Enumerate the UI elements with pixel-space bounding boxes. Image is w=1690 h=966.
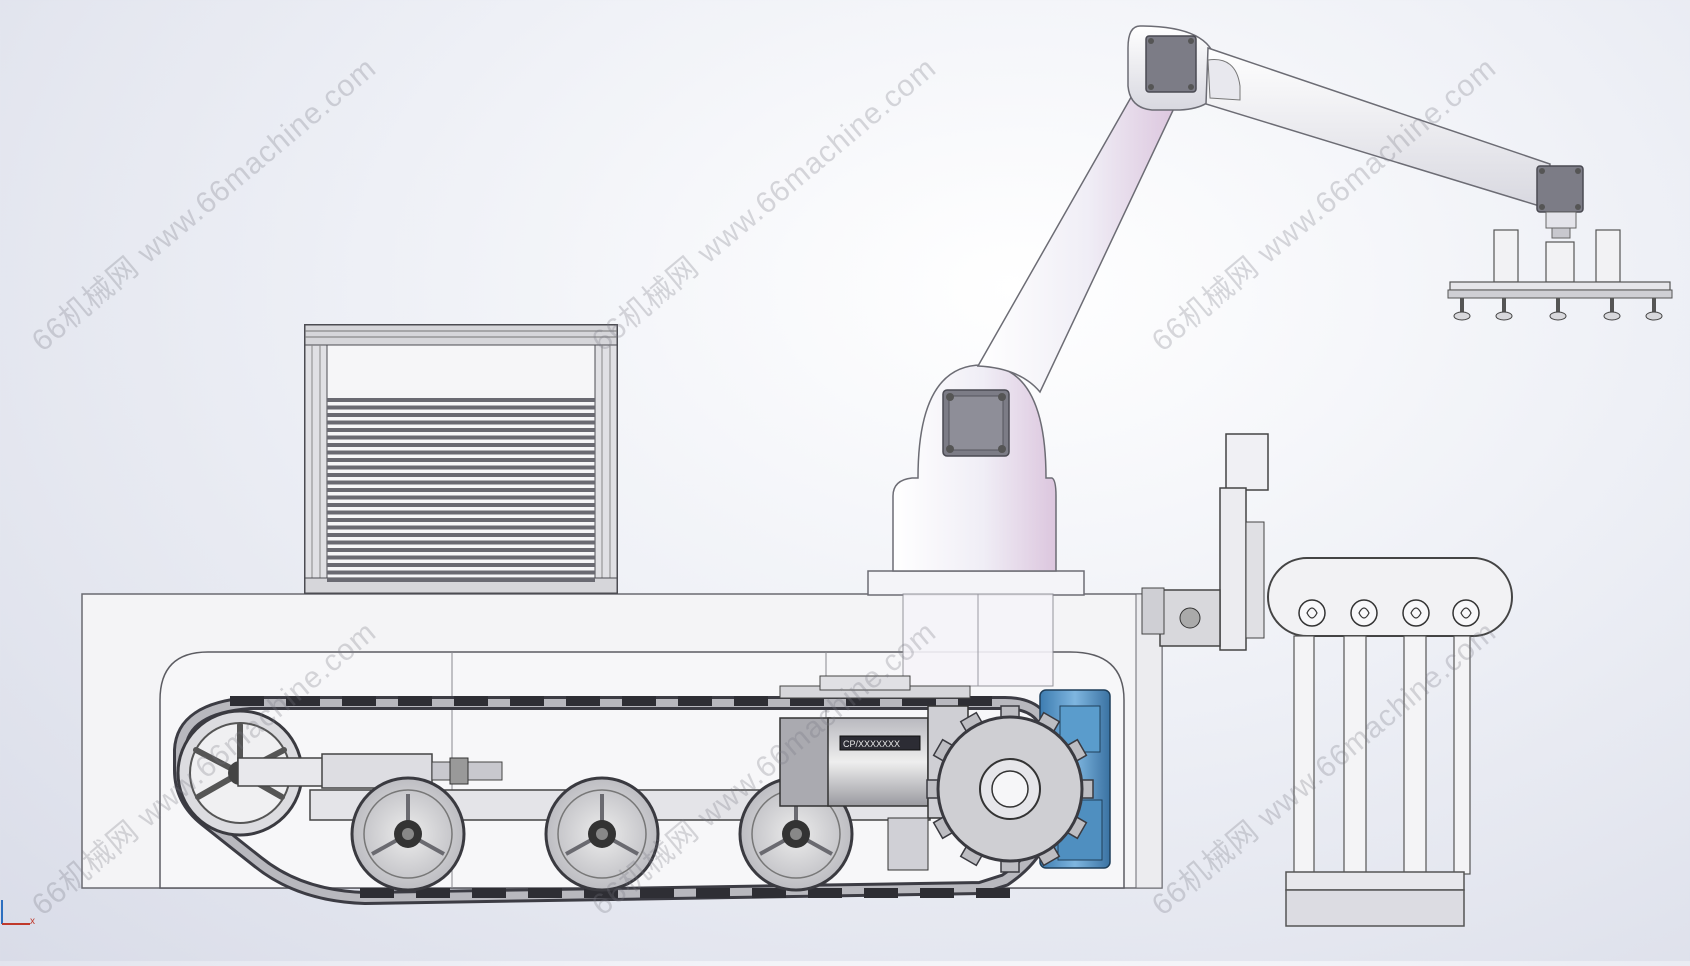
lift-module bbox=[1141, 433, 1269, 651]
support-columns bbox=[1285, 635, 1471, 927]
robot-arm bbox=[867, 25, 1673, 687]
axis-x-label: x bbox=[30, 916, 35, 927]
wrist-joint-motor-icon bbox=[1536, 165, 1584, 213]
shoulder-joint-motor-icon bbox=[942, 389, 1010, 457]
vacuum-gripper bbox=[1447, 229, 1673, 321]
road-wheel bbox=[350, 776, 466, 892]
cabinet-louver-grille bbox=[327, 398, 595, 582]
motor-nameplate: CP/XXXXXXX bbox=[843, 739, 900, 749]
drive-sprocket bbox=[926, 705, 1094, 873]
elbow-joint-motor-icon bbox=[1145, 35, 1197, 93]
axis-triad-icon bbox=[1, 900, 30, 925]
road-wheel bbox=[544, 776, 660, 892]
conveyor-roller-head bbox=[1267, 557, 1513, 637]
